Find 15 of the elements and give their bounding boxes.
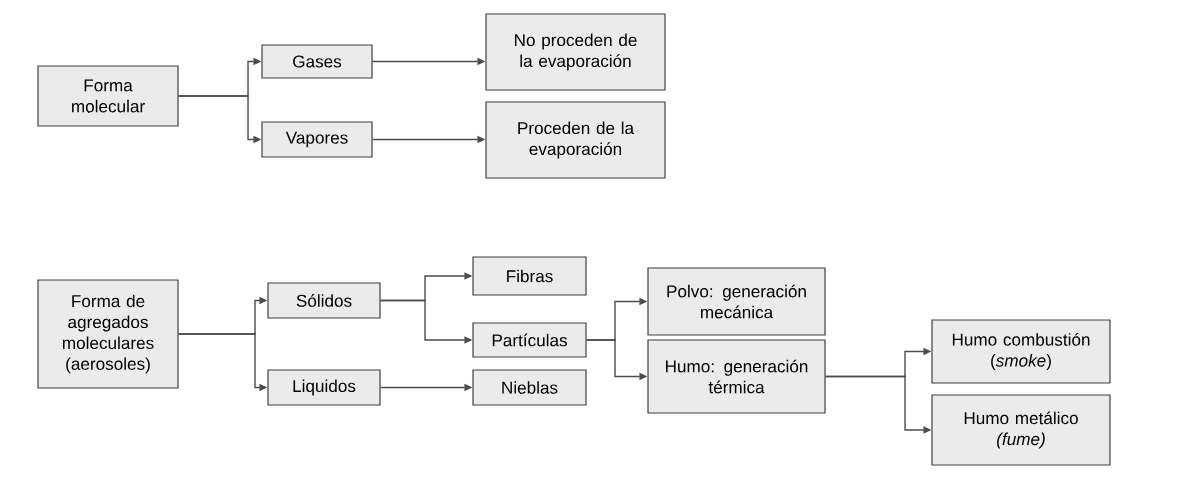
process-box: Partículas (472, 322, 587, 358)
process-box: Nieblas (472, 369, 587, 406)
process-box: No proceden de la evaporación (485, 13, 666, 91)
process-box: Liquidos (267, 369, 381, 406)
process-box: Humo metálico (fume) (931, 394, 1111, 466)
process-box: Humo: generación térmica (647, 339, 826, 414)
process-box: Forma molecular (37, 65, 179, 127)
process-box: Humo combustión (smoke) (931, 319, 1111, 384)
process-box: Vapores (261, 121, 373, 158)
process-box: Forma de agregados moleculares (aerosoles) (37, 279, 179, 389)
process-box: Polvo: generación mecánica (647, 267, 826, 336)
process-box: Gases (261, 44, 373, 79)
process-box: Proceden de la evaporación (485, 101, 666, 179)
process-box: Fibras (472, 256, 587, 296)
process-box: Sólidos (267, 282, 381, 319)
